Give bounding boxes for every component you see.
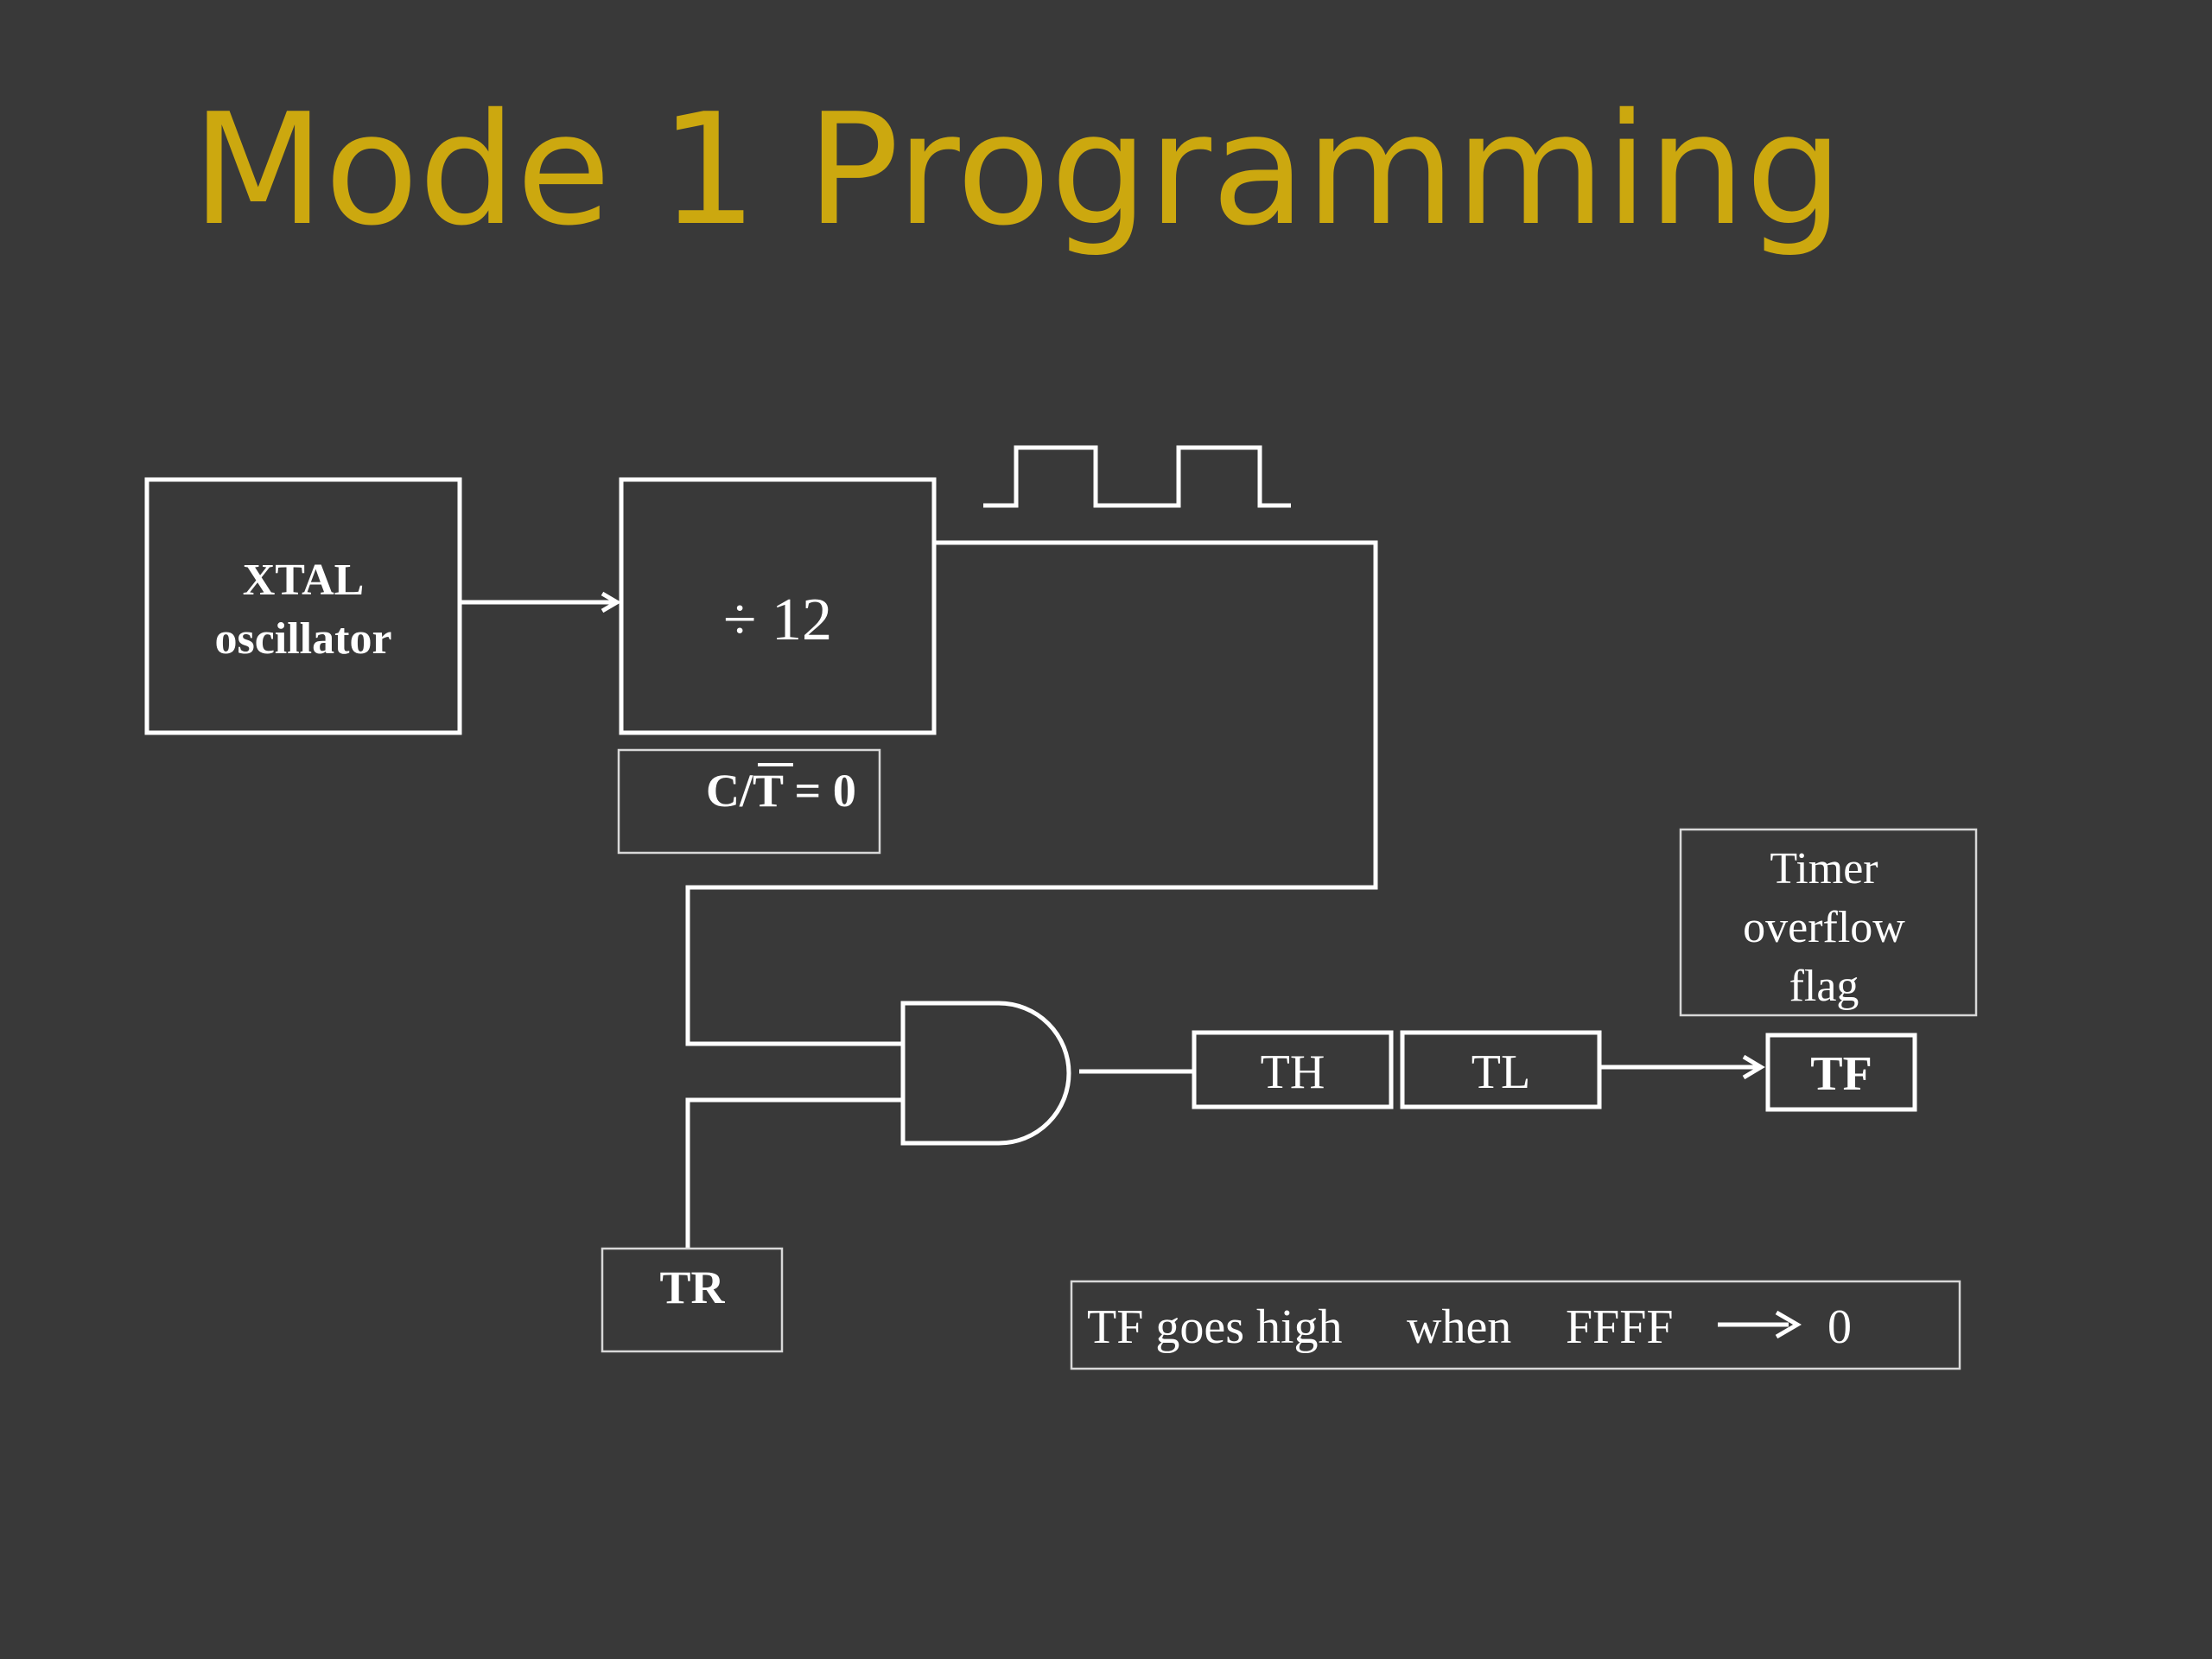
caption-line-1: Timer	[1770, 844, 1878, 893]
caption-line-3: flag	[1789, 962, 1859, 1011]
ct-select-box: C/T = 0	[617, 748, 881, 855]
square-wave-icon	[983, 445, 1291, 508]
note-text-4: 0	[1827, 1300, 1852, 1354]
tr-box: TR	[601, 1247, 784, 1353]
tr-label: TR	[659, 1262, 725, 1313]
tl-register: TL	[1400, 1030, 1602, 1109]
tf-flag-box: TF	[1765, 1033, 1917, 1112]
divide-by-12-block: ÷ 12	[619, 477, 937, 735]
note-text-3: FFFF	[1566, 1300, 1674, 1354]
caption-line-2: overflow	[1743, 903, 1905, 952]
note-text-1: TF goes high	[1087, 1300, 1343, 1354]
xtal-oscillator-block: XTAL oscillator	[144, 477, 462, 735]
arrow-right-icon	[1775, 1310, 1802, 1339]
th-register: TH	[1192, 1030, 1394, 1109]
slide-title: Mode 1 Programming	[192, 80, 1844, 259]
and-gate-icon	[900, 1001, 1071, 1146]
divider-label: ÷ 12	[723, 587, 832, 653]
arrow-right-icon	[1742, 1054, 1765, 1080]
timer-overflow-caption: Timer overflow flag	[1679, 828, 1978, 1017]
note-text-2: when	[1407, 1300, 1511, 1354]
ct-label: C/T = 0	[706, 765, 856, 817]
tl-label: TL	[1471, 1046, 1530, 1099]
xtal-label: XTAL	[243, 556, 365, 605]
tr-wire	[685, 1097, 903, 1249]
oscillator-label: oscillator	[214, 614, 391, 664]
tf-label: TF	[1810, 1047, 1872, 1101]
arrow-right-icon	[601, 591, 621, 613]
th-label: TH	[1261, 1046, 1325, 1099]
overflow-note: TF goes high when FFFF 0	[1070, 1280, 1961, 1370]
clock-wire	[685, 540, 1378, 1046]
